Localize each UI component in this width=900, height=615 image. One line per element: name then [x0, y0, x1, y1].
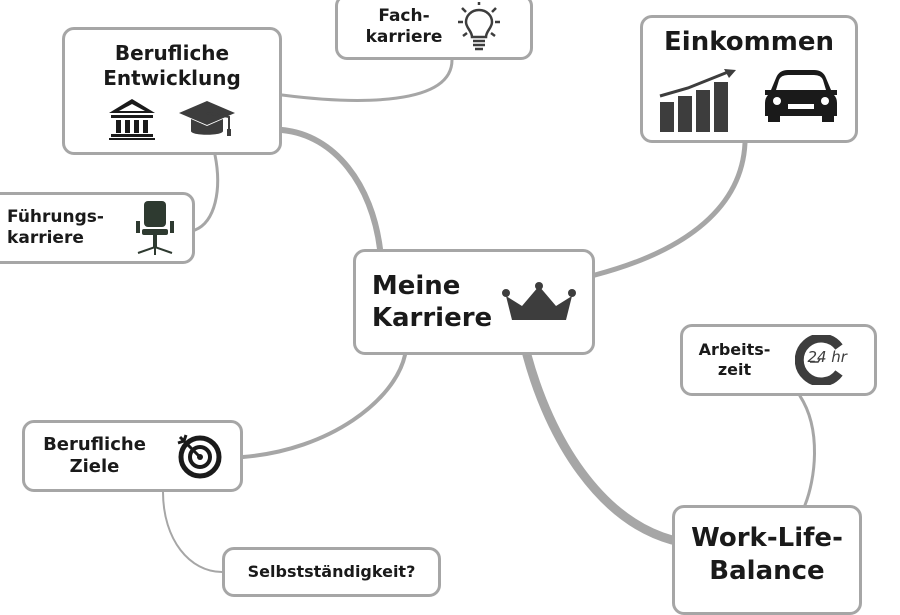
link-wlb	[522, 350, 677, 545]
target-icon	[177, 434, 222, 479]
connectors	[162, 58, 816, 573]
node-label: Einkommen	[664, 26, 834, 57]
node-label: Selbstständigkeit?	[247, 562, 416, 581]
crown-icon	[502, 282, 577, 320]
link-entwicklung	[279, 127, 383, 252]
node-berufliche-ziele[interactable]: Berufliche Ziele	[22, 420, 243, 492]
link-ziele	[241, 353, 407, 459]
node-label: Fach- karriere	[365, 5, 443, 47]
node-entwicklung[interactable]: Berufliche Entwicklung	[62, 27, 282, 155]
node-arbeitszeit[interactable]: Arbeits- zeit 24 hr	[680, 324, 877, 396]
node-label: Führungs- karriere	[7, 206, 104, 248]
link-arbeitszeit	[798, 394, 816, 507]
center-label: Meine Karriere	[371, 270, 493, 334]
rising-chart-icon	[659, 69, 736, 133]
node-label: Berufliche Ziele	[43, 433, 146, 478]
node-work-life-balance[interactable]: Work-Life- Balance	[672, 505, 862, 615]
link-fachkarriere	[280, 58, 454, 102]
node-selbststaendigkeit[interactable]: Selbstständigkeit?	[222, 547, 441, 597]
bank-icon	[109, 99, 155, 140]
node-einkommen[interactable]: Einkommen	[640, 15, 858, 143]
car-icon	[765, 70, 837, 123]
node-meine-karriere[interactable]: Meine Karriere	[353, 249, 595, 355]
node-label: Arbeits- zeit	[698, 340, 771, 379]
link-einkommen	[592, 140, 748, 278]
link-fuehrung	[193, 153, 220, 232]
clock-label: 24 hr	[807, 348, 847, 366]
lightbulb-icon	[458, 2, 501, 51]
office-chair-icon	[135, 201, 174, 255]
graduation-cap-icon	[179, 101, 235, 136]
node-label: Work-Life- Balance	[691, 523, 843, 586]
clock-24hr-icon: 24 hr	[782, 333, 858, 387]
link-selbst	[162, 491, 223, 573]
node-label: Berufliche Entwicklung	[103, 41, 241, 90]
node-fuehrungskarriere[interactable]: Führungs- karriere	[0, 192, 195, 264]
node-fachkarriere[interactable]: Fach- karriere	[335, 0, 533, 60]
